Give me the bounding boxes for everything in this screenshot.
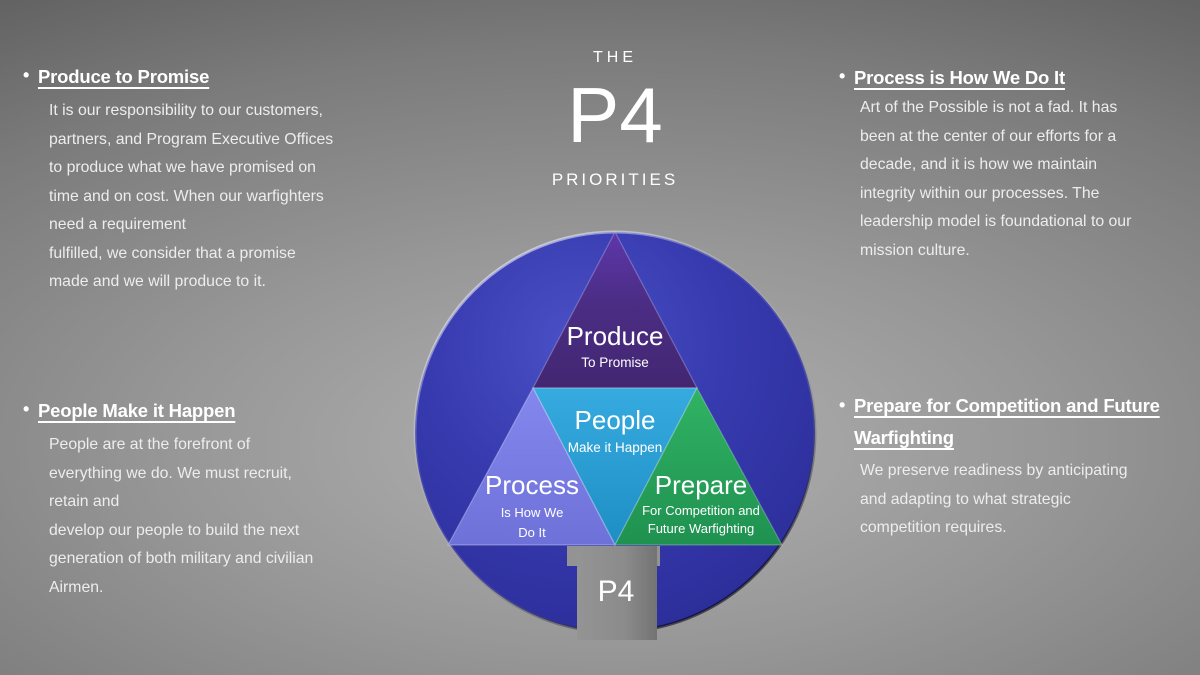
block-heading: • People Make it Happen: [23, 397, 395, 424]
segment-prepare-subtitle-1: For Competition and: [642, 503, 760, 518]
bullet-icon: •: [839, 66, 846, 86]
block-heading: • Prepare for Competition and Future Warf…: [839, 390, 1200, 454]
pedestal-label: P4: [598, 575, 635, 608]
body-prepare-for-competition: We preserve readiness by anticipating an…: [860, 462, 1128, 536]
body-produce-to-promise: It is our responsibility to our customer…: [49, 102, 334, 290]
segment-prepare-label: Prepare: [655, 470, 748, 500]
body-process-is-how-we-do-it: Art of the Possible is not a fad. It has…: [860, 99, 1132, 259]
slide-title: THE P4 PRIORITIES: [493, 48, 737, 190]
bullet-icon: •: [839, 395, 846, 415]
segment-process-subtitle-1: Is How We: [501, 505, 564, 520]
text-block-produce-to-promise: • Produce to Promise It is our responsibi…: [23, 63, 395, 297]
title-p4: P4: [567, 71, 663, 159]
title-the: THE: [593, 49, 637, 66]
p4-pyramid-diagram: P4 Produce To Promise People Make it Hap…: [413, 230, 817, 640]
segment-people-subtitle: Make it Happen: [568, 440, 663, 455]
segment-process-subtitle-2: Do It: [518, 525, 546, 540]
heading-process-is-how-we-do-it: Process is How We Do It: [854, 67, 1065, 88]
segment-prepare-triangle: [614, 386, 784, 546]
heading-produce-to-promise: Produce to Promise: [38, 66, 210, 87]
text-block-prepare-for-competition: • Prepare for Competition and Future Warf…: [839, 390, 1200, 543]
segment-produce-label: Produce: [567, 321, 664, 351]
segment-process-triangle: [446, 386, 616, 546]
heading-prepare-for-competition: Prepare for Competition and Future Warfi…: [854, 395, 1160, 448]
pedestal-body: [577, 546, 657, 640]
segment-produce-subtitle: To Promise: [581, 355, 649, 370]
body-people-make-it-happen: People are at the forefront of everythin…: [49, 436, 314, 596]
title-priorities: PRIORITIES: [551, 170, 679, 189]
heading-people-make-it-happen: People Make it Happen: [38, 400, 236, 421]
block-heading: • Produce to Promise: [23, 63, 395, 90]
text-block-process-is-how-we-do-it: • Process is How We Do It Art of the Poss…: [839, 64, 1200, 265]
bullet-icon: •: [23, 399, 30, 419]
segment-prepare-subtitle-2: Future Warfighting: [648, 521, 754, 536]
block-heading: • Process is How We Do It: [839, 64, 1200, 91]
bullet-icon: •: [23, 65, 30, 85]
text-block-people-make-it-happen: • People Make it Happen People are at the…: [23, 397, 395, 602]
segment-process-label: Process: [485, 470, 579, 500]
segment-people-label: People: [575, 405, 656, 435]
